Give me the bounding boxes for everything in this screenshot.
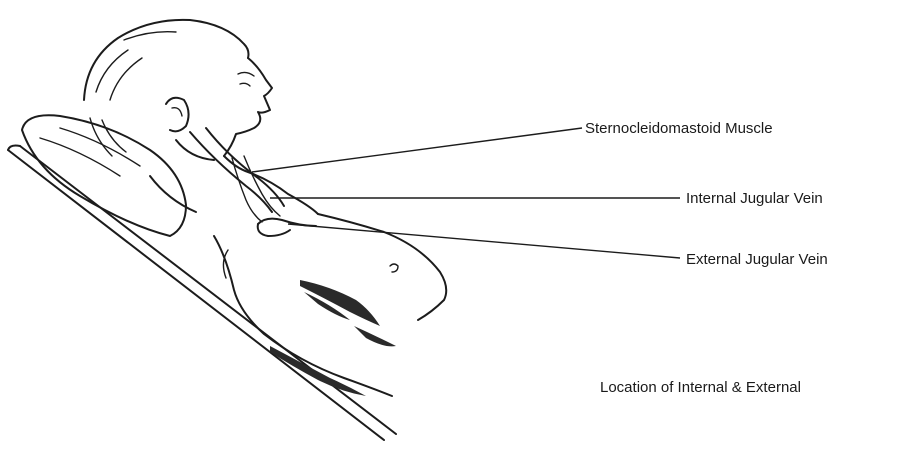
leader-external-jugular: [288, 224, 680, 258]
label-internal-jugular: Internal Jugular Vein: [686, 190, 823, 207]
pillow: [22, 115, 186, 236]
leader-lines: [252, 128, 680, 258]
patient-head: [84, 20, 272, 160]
leader-sternocleidomastoid: [252, 128, 582, 172]
label-sternocleidomastoid: Sternocleidomastoid Muscle: [585, 120, 773, 137]
figure-caption: Location of Internal & External: [600, 379, 801, 396]
patient-neck-torso: [150, 128, 446, 396]
label-external-jugular: External Jugular Vein: [686, 251, 828, 268]
chest-shading: [270, 280, 396, 396]
